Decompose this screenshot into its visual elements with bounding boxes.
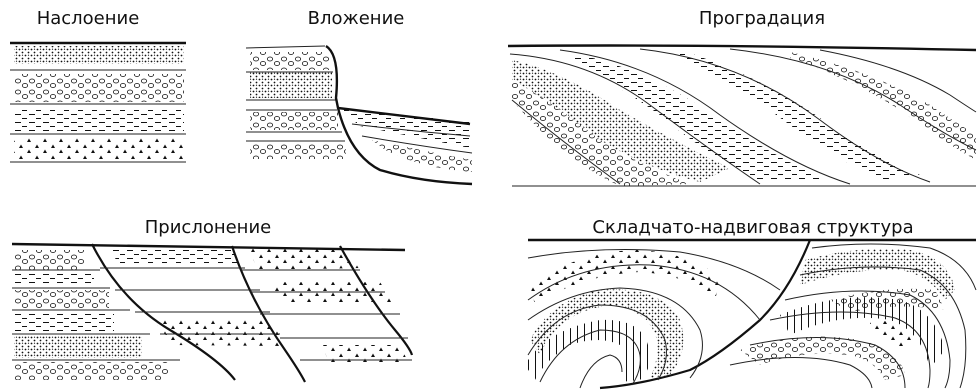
layer-breccia bbox=[14, 137, 184, 159]
foreset-clay-2 bbox=[680, 50, 920, 180]
channel-fill-clay bbox=[338, 108, 470, 148]
panel-layering bbox=[10, 43, 186, 162]
onlap-gravel-base bbox=[14, 362, 169, 380]
onlap-breccia-low bbox=[320, 345, 408, 362]
onlap-breccia-wedge bbox=[150, 318, 285, 346]
onlap-clay-wedge bbox=[110, 250, 240, 266]
panel-fold-thrust bbox=[525, 240, 976, 388]
onlap-clay-mid bbox=[14, 312, 114, 332]
layer-gravel-lower bbox=[250, 112, 338, 130]
layer-gravel-upper bbox=[250, 52, 330, 70]
panel-progradation bbox=[508, 46, 976, 187]
layer-gravel-base bbox=[250, 143, 346, 159]
onlap-clay-left bbox=[14, 272, 94, 286]
onlap-gravel-mid bbox=[14, 290, 109, 308]
layer-sand-upper bbox=[250, 72, 332, 98]
onlap-gravel-top bbox=[14, 250, 84, 270]
onlap-sand bbox=[14, 336, 142, 358]
panel-onlap bbox=[12, 244, 412, 382]
thrust-gravel-low bbox=[740, 337, 905, 380]
layer-gravel bbox=[14, 74, 184, 102]
panel-nesting bbox=[246, 46, 472, 184]
layer-clay bbox=[14, 107, 184, 132]
layer-sand bbox=[14, 46, 184, 64]
